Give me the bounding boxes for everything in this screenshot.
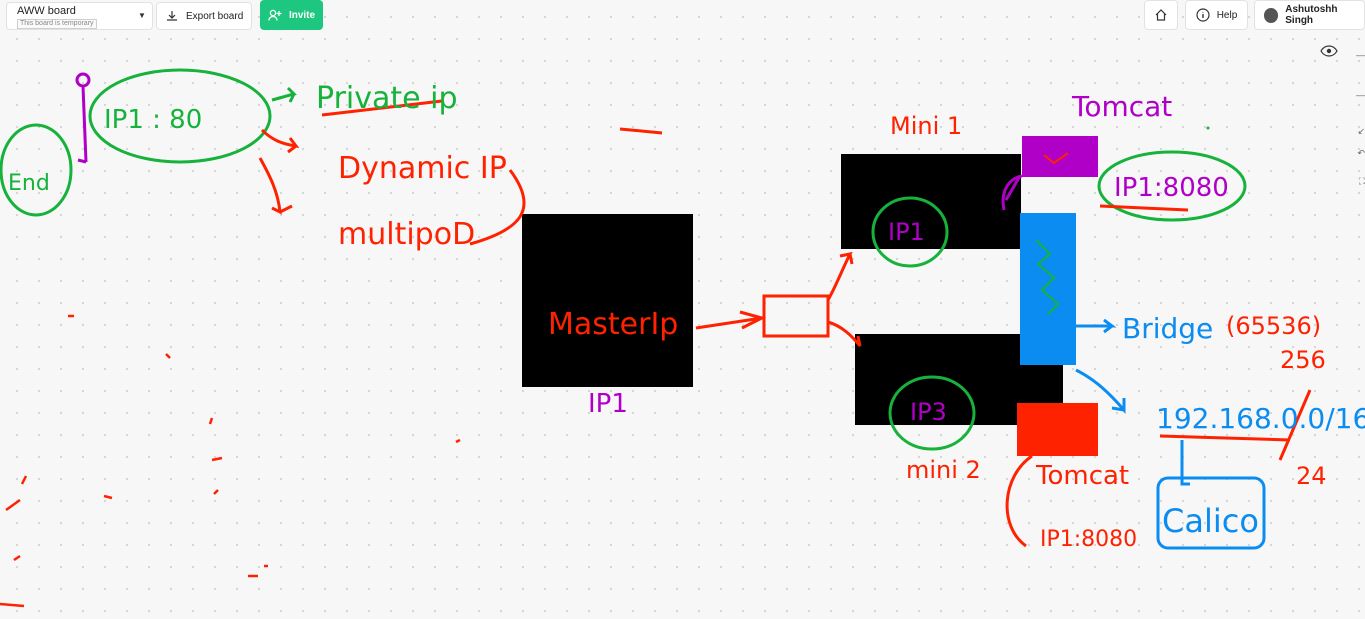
tomcat-bottom-box [1017,403,1098,456]
tomcat-port-label: IP1:8080 [1114,173,1229,203]
tomcat-bottom-label: Tomcat [1035,461,1129,491]
subnet-label: 192.168.0.0/16 [1156,402,1365,435]
mini1-label: Mini 1 [890,112,962,140]
master-ip1-label: IP1 [588,389,628,419]
service-box [762,294,830,338]
board-menu[interactable]: AWW board This board is temporary ▼ [6,2,153,30]
fit-icon[interactable]: ⛶ [1358,176,1365,186]
ip1-circle [871,196,949,268]
ip1-node-label: IP1 [888,218,925,246]
bridge-number-label: (65536) [1226,312,1321,340]
add-user-icon [268,9,282,21]
zoom-out-icon[interactable]: — [1356,90,1365,100]
master-node-box [522,214,693,387]
pod-ip-port-label: IP1 : 80 [104,105,202,135]
help-button[interactable]: Help [1185,0,1248,30]
tomcat-port-ellipse [1097,150,1247,222]
pod-ip-ellipse [88,68,272,164]
info-icon [1196,8,1210,22]
bridge-bar [1020,213,1076,365]
avatar [1264,7,1279,23]
bridge-label: Bridge [1122,312,1213,345]
master-ip-label: MasterIp [548,307,678,342]
calico-box [1156,476,1266,550]
tomcat-pod-box [1022,136,1098,177]
invite-label: Invite [288,9,316,21]
zoom-in-icon[interactable]: — [1356,50,1365,60]
user-name: Ashutoshh Singh [1285,4,1338,26]
undo-icon[interactable]: ↶ [1357,148,1365,158]
end-circle [0,123,73,217]
mini2-label: mini 2 [906,456,981,484]
mini1-node-box [841,154,1021,249]
private-ip-label: Private ip [316,81,458,116]
chevron-down-icon[interactable]: ▼ [138,11,146,20]
export-board-button[interactable]: Export board [156,2,252,30]
ip3-node-label: IP3 [910,398,947,426]
num-24-label: 24 [1296,462,1327,490]
ip3-circle [888,375,976,451]
tomcat-top-label: Tomcat [1071,90,1172,123]
side-toolbar[interactable]: — — ↙ ↶ ⛶ [1354,44,1365,224]
end-label: End [8,171,50,196]
help-label: Help [1216,9,1238,21]
board-name: AWW board [17,5,76,17]
home-button[interactable] [1144,0,1178,30]
num-256-label: 256 [1280,346,1326,374]
multi-pod-label: multipoD [338,217,475,252]
tomcat-bottom-port-label: IP1:8080 [1040,527,1137,552]
download-icon [167,11,177,21]
eye-icon[interactable] [1320,44,1338,63]
export-label: Export board [186,10,244,22]
home-icon [1155,9,1167,21]
user-menu[interactable]: Ashutoshh Singh [1254,0,1365,30]
temporary-board-note: This board is temporary [17,19,97,29]
invite-button[interactable]: Invite [260,0,323,30]
dynamic-ip-label: Dynamic IP [338,151,507,186]
pointer-icon[interactable]: ↙ [1357,126,1365,136]
calico-label: Calico [1162,502,1259,540]
